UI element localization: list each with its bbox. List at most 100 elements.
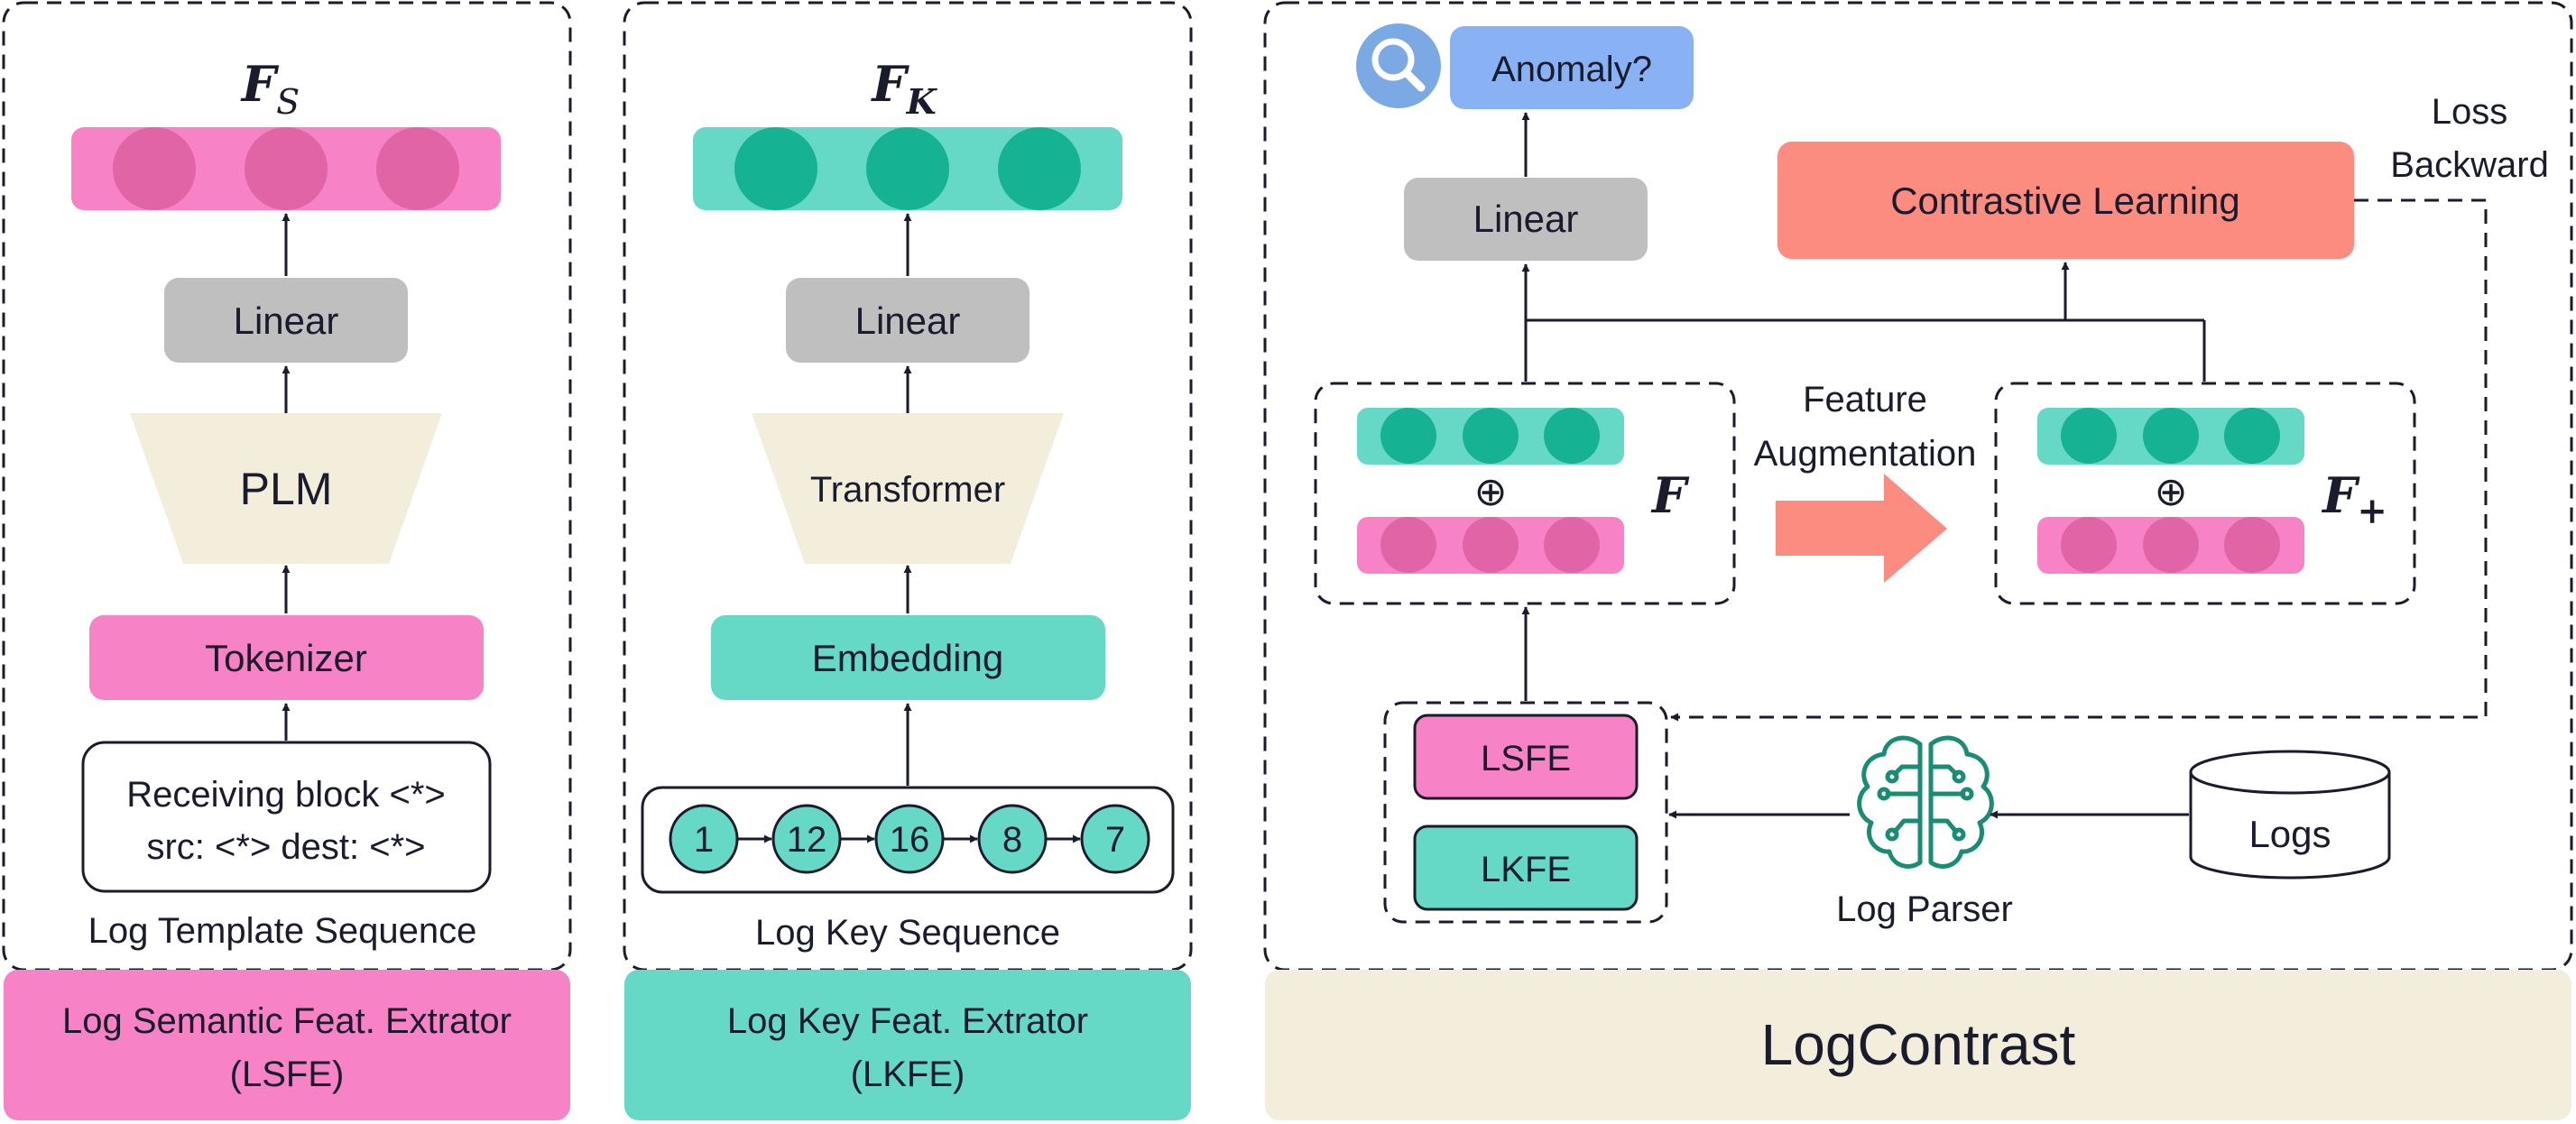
lkfe-transformer-shape [752, 413, 1064, 564]
brain-circuit-icon [1857, 735, 1994, 869]
logcontrast-footer [1265, 970, 2571, 1120]
lkfe-module-label: LKFE [1481, 850, 1571, 889]
lkfe-linear-label: Linear [855, 299, 961, 342]
lkfe-panel-border [623, 1, 1193, 972]
fplus-concat-symbol: ⊕ [2155, 470, 2188, 514]
loss-label-line1: Loss [2432, 92, 2508, 132]
f-pink-vector-cell [1463, 517, 1519, 573]
augmentation-label-line1: Feature [1803, 380, 1927, 419]
brain-circuit-node [1877, 787, 1891, 801]
lkfe-vector-cell [734, 127, 817, 210]
lsfe-linear-label: Linear [234, 299, 339, 342]
anomaly-box [1450, 26, 1694, 109]
lkfe-feature-vector [693, 127, 1122, 210]
logs-label: Logs [2248, 813, 2331, 855]
logs-database-icon [2189, 750, 2391, 880]
lsfe-module-box [1413, 714, 1639, 800]
contrastive-learning-box [1777, 142, 2354, 259]
lsfe-feature-label: FS [240, 55, 300, 122]
lsfe-vector-cell [113, 127, 196, 210]
logs-cylinder-body [2189, 772, 2391, 880]
fplus-teal-vector-cell [2143, 408, 2199, 464]
logcontrast-linear-label: Linear [1473, 198, 1579, 240]
lsfe-template-box [81, 741, 492, 893]
lsfe-footer [4, 970, 570, 1120]
lsfe-tokenizer-box [89, 615, 484, 700]
magnifier-icon [1356, 23, 1441, 108]
lkfe-footer-line2: (LKFE) [851, 1055, 965, 1094]
fplus-teal-vector-cell [2224, 408, 2280, 464]
lsfe-vector-cell [376, 127, 459, 210]
fplus-label: F+ [2321, 466, 2387, 532]
augmented-feature-border [1994, 382, 2416, 605]
lsfe-footer-line2: (LSFE) [230, 1055, 345, 1094]
lkfe-key-label: 12 [787, 820, 827, 860]
lkfe-key-label: 16 [890, 820, 930, 860]
fplus-pink-vector-cell [2061, 517, 2117, 573]
magnifier-icon-bg [1356, 23, 1441, 108]
augmentation-label-line2: Augmentation [1754, 434, 1977, 474]
lkfe-vector-cell [998, 127, 1081, 210]
lkfe-key-label: 1 [694, 820, 714, 860]
f-teal-vector-cell [1463, 408, 1519, 464]
anomaly-label: Anomaly? [1491, 50, 1652, 89]
lkfe-key-node [771, 804, 842, 874]
fplus-pink-vector-cell [2224, 517, 2280, 573]
lsfe-tokenizer-label: Tokenizer [205, 637, 367, 679]
magnifier-icon-lens [1371, 38, 1415, 81]
lkfe-footer-line1: Log Key Feat. Extrator [727, 1001, 1088, 1041]
brain-circuit-node [1952, 769, 1966, 784]
lkfe-feature-label: FK [870, 55, 937, 122]
brain-circuit-node [1952, 827, 1966, 842]
lkfe-key-node [669, 804, 739, 874]
f-teal-vector-cell [1544, 408, 1600, 464]
fplus-pink-vector-cell [2143, 517, 2199, 573]
fplus-teal-vector-cell [2061, 408, 2117, 464]
lkfe-feature-subscript: K [906, 81, 938, 122]
f-pink-vector-cell [1544, 517, 1600, 573]
lsfe-footer-line1: Log Semantic Feat. Extrator [62, 1001, 512, 1041]
lkfe-footer [624, 970, 1191, 1120]
lkfe-transformer-label: Transformer [810, 470, 1005, 510]
contrastive-learning-label: Contrastive Learning [1890, 180, 2240, 222]
lkfe-embedding-box [711, 615, 1105, 700]
combined-feature-group: ⊕ F [1314, 382, 1736, 605]
lsfe-linear-box [164, 278, 408, 363]
brain-circuit-trace [1928, 818, 1959, 834]
f-label: F [1650, 466, 1690, 524]
lkfe-panel: FK Linear Transformer Embedding 1 12 16 [623, 1, 1193, 1120]
extractors-group: LSFE LKFE [1383, 701, 1668, 924]
brain-circuit-trace [1892, 764, 1923, 777]
lsfe-plm-shape [130, 413, 442, 564]
brain-right-hemisphere [1928, 735, 1994, 869]
lkfe-embedding-label: Embedding [812, 637, 1003, 679]
lsfe-template-line2: src: <*> dest: <*> [146, 827, 425, 867]
extractors-border [1383, 701, 1668, 924]
loss-label-line2: Backward [2390, 145, 2549, 185]
log-parser-label: Log Parser [1836, 889, 2013, 929]
lkfe-module-box [1413, 825, 1639, 911]
brain-circuit-node [1960, 787, 1974, 801]
f-concat-symbol: ⊕ [1474, 470, 1508, 514]
logcontrast-linear-box [1404, 178, 1648, 261]
lkfe-key-label: 8 [1002, 820, 1022, 860]
brain-circuit-trace [1928, 764, 1959, 777]
logcontrast-footer-label: LogContrast [1761, 1012, 2076, 1077]
lkfe-key-node [874, 804, 945, 874]
lsfe-feature-vector [71, 127, 501, 210]
lsfe-module-label: LSFE [1481, 739, 1571, 779]
brain-circuit-node [1885, 827, 1899, 842]
brain-circuit-node [1885, 769, 1899, 784]
lsfe-caption: Log Template Sequence [88, 911, 477, 951]
lkfe-key-label: 7 [1105, 820, 1125, 860]
loss-backward-path [1670, 198, 2488, 722]
logs-cylinder-top [2189, 750, 2391, 795]
augmentation-arrow-icon [1776, 474, 1947, 583]
f-teal-vector-cell [1380, 408, 1436, 464]
logcontrast-panel: Anomaly? Linear Contrastive Learning Los… [1263, 1, 2573, 1120]
brain-left-hemisphere [1857, 735, 1923, 869]
lkfe-key-node [977, 804, 1048, 874]
lsfe-feature-subscript: S [276, 82, 300, 122]
lsfe-template-line1: Receiving block <*> [126, 775, 446, 815]
